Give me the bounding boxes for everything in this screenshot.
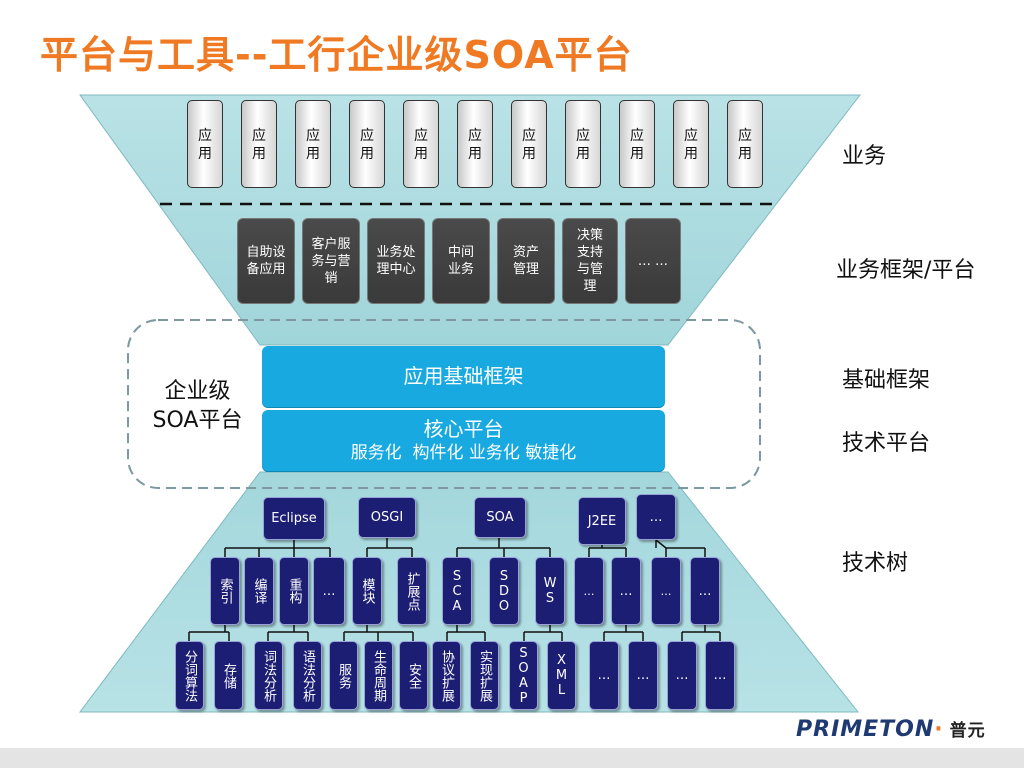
tree-leaf-more: … — [589, 641, 619, 710]
app-framework-band: 应用基础框架 — [262, 346, 665, 407]
tree-leaf-lexical: 词法分析 — [254, 641, 283, 710]
tree-root-more: … — [636, 494, 676, 540]
logo-cn: 普元 — [949, 721, 986, 741]
side-label-tech-tree: 技术树 — [842, 551, 909, 576]
tree-node-sdo: SDO — [489, 557, 519, 625]
framework-label: 客户服务与营销 — [311, 236, 351, 286]
tree-leaf-more: … — [628, 641, 658, 710]
primeton-logo: PRIMETON·普元 — [796, 716, 986, 742]
tree-root-eclipse: Eclipse — [263, 497, 325, 540]
app-label: 应用 — [414, 128, 428, 162]
footer-strip — [0, 748, 1024, 768]
tree-leaf-syntax: 语法分析 — [293, 641, 322, 710]
app-label: 应用 — [738, 128, 752, 162]
tree-leaf-soap: SOAP — [509, 641, 538, 710]
tree-node-more: … — [611, 557, 641, 625]
core-platform-title: 核心平台 — [423, 417, 504, 441]
tree-connectors — [188, 538, 721, 641]
tree-leaf-lifecycle: 生命周期 — [364, 641, 393, 710]
soa-platform-label: 企业级 SOA平台 — [135, 377, 260, 435]
logo-brand: PRIMETON — [796, 717, 935, 742]
side-label-business: 业务 — [842, 144, 887, 169]
tree-leaf-segmentation: 分词算法 — [175, 641, 204, 710]
tree-node-module: 模块 — [352, 557, 382, 625]
framework-box: 业务处理中心 — [367, 218, 425, 304]
logo-separator: · — [934, 717, 944, 742]
app-box: 应用 — [511, 100, 547, 188]
soa-platform-region — [127, 319, 761, 489]
framework-box: 客户服务与营销 — [302, 218, 360, 304]
app-label: 应用 — [630, 128, 644, 162]
tree-node-ws: WS — [535, 557, 565, 625]
framework-box: 自助设备应用 — [237, 218, 295, 304]
framework-box: … … — [625, 218, 681, 304]
tree-node-more: … — [313, 557, 345, 625]
app-label: 应用 — [252, 128, 266, 162]
tree-leaf-service: 服务 — [329, 641, 358, 710]
core-platform-band: 核心平台 服务化 构件化 业务化 敏捷化 — [262, 410, 665, 471]
tree-node-refactor: 重构 — [279, 557, 309, 625]
page-title: 平台与工具--工行企业级SOA平台 — [40, 33, 633, 77]
tree-node-index: 索引 — [210, 557, 240, 625]
app-label: 应用 — [684, 128, 698, 162]
framework-box: 决策支持与管理 — [562, 218, 618, 304]
app-box: 应用 — [727, 100, 763, 188]
framework-box: 资产管理 — [497, 218, 555, 304]
tree-node-extension-point: 扩展点 — [397, 557, 427, 625]
tree-leaf-xml: XML — [547, 641, 576, 710]
tree-leaf-security: 安全 — [399, 641, 428, 710]
app-box: 应用 — [565, 100, 601, 188]
framework-label: 业务处理中心 — [376, 245, 416, 277]
tree-root-j2ee: J2EE — [578, 497, 626, 545]
side-label-framework: 业务框架/平台 — [836, 258, 976, 283]
soa-label-line1: 企业级 — [164, 379, 231, 404]
tree-leaf-storage: 存储 — [214, 641, 243, 710]
app-label: 应用 — [198, 128, 212, 162]
side-label-tech-platform: 技术平台 — [842, 431, 931, 456]
app-label: 应用 — [522, 128, 536, 162]
tree-leaf-protocol-extension: 协议扩展 — [432, 641, 461, 710]
tree-node-compile: 编译 — [244, 557, 274, 625]
app-box: 应用 — [457, 100, 493, 188]
tree-root-soa: SOA — [474, 497, 526, 538]
tree-leaf-more: … — [667, 641, 697, 710]
core-platform-subtitle: 服务化 构件化 业务化 敏捷化 — [350, 443, 577, 463]
app-label: 应用 — [576, 128, 590, 162]
framework-label: … … — [637, 253, 669, 269]
tree-leaf-more: … — [705, 641, 735, 710]
app-framework-label: 应用基础框架 — [403, 364, 524, 388]
app-box: 应用 — [241, 100, 277, 188]
app-box: 应用 — [349, 100, 385, 188]
app-label: 应用 — [306, 128, 320, 162]
app-box: 应用 — [619, 100, 655, 188]
framework-label: 资产管理 — [512, 245, 539, 277]
framework-label: 决策支持与管理 — [576, 228, 603, 294]
app-label: 应用 — [360, 128, 374, 162]
side-label-base: 基础框架 — [842, 368, 931, 393]
framework-label: 中间业务 — [447, 245, 474, 277]
tree-node-more: … — [651, 557, 681, 625]
app-box: 应用 — [403, 100, 439, 188]
soa-label-line2: SOA平台 — [152, 408, 243, 433]
app-box: 应用 — [295, 100, 331, 188]
tree-node-sca: SCA — [442, 557, 472, 625]
app-box: 应用 — [187, 100, 223, 188]
framework-label: 自助设备应用 — [246, 245, 286, 277]
tree-node-more: … — [574, 557, 604, 625]
tree-leaf-impl-extension: 实现扩展 — [470, 641, 499, 710]
app-box: 应用 — [673, 100, 709, 188]
tree-node-more: … — [690, 557, 720, 625]
app-label: 应用 — [468, 128, 482, 162]
framework-box: 中间业务 — [432, 218, 490, 304]
tree-root-osgi: OSGI — [358, 497, 416, 538]
